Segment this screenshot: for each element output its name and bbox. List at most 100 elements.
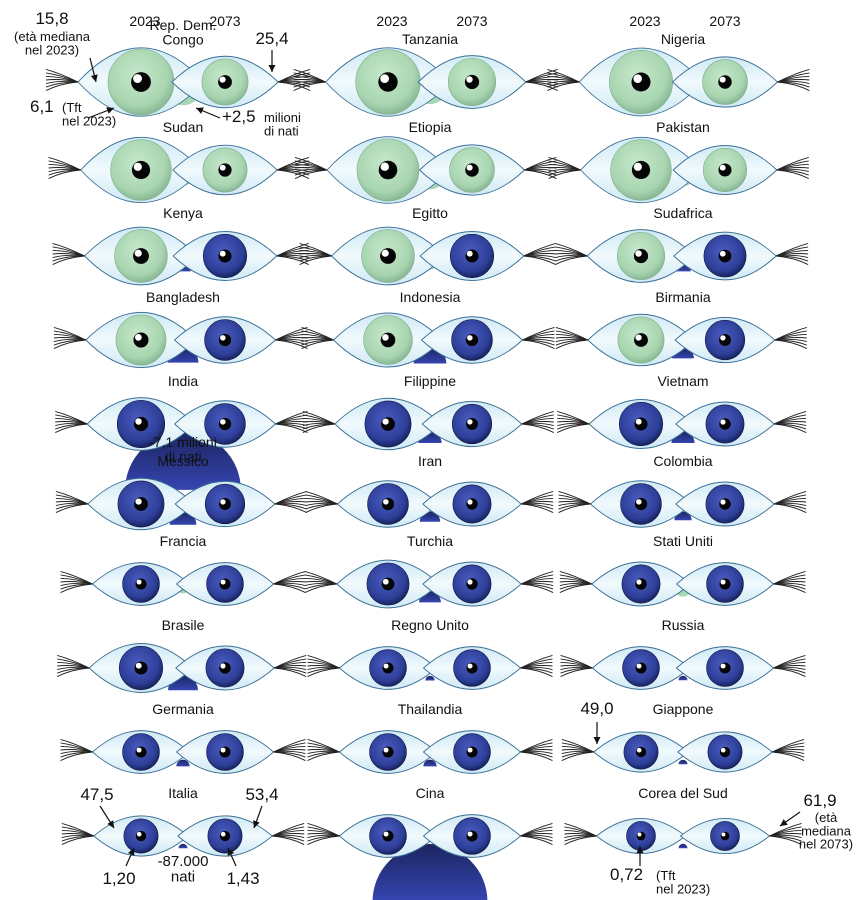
country-label: Sudafrica [653, 205, 712, 221]
country-cell: Messico [55, 453, 307, 531]
arrow-congo-births-head [196, 107, 204, 114]
eyelash [57, 667, 90, 677]
eyelash [302, 423, 335, 433]
arrow-congo-tft-head [106, 107, 114, 114]
pupil-highlight [720, 579, 726, 585]
births-decrease-disc [423, 759, 437, 767]
pupil [218, 249, 232, 263]
country-cell: Giappone [561, 701, 805, 773]
pupil-highlight [467, 579, 473, 585]
annot-korea-median: 61,9 [803, 791, 836, 810]
country-cell: Stati Uniti [559, 533, 806, 607]
country-cell: Turchia [304, 533, 554, 609]
pupil [218, 417, 232, 431]
eyelash [293, 81, 326, 91]
eyelash [772, 751, 805, 761]
eye-2073 [177, 815, 305, 857]
eyelash [560, 667, 593, 677]
eyelash [555, 339, 588, 349]
pupil-highlight [720, 419, 726, 425]
eyelash [525, 81, 558, 91]
annot-italy-tft-2073: 1,43 [226, 869, 259, 888]
pupil-highlight [466, 76, 473, 83]
pupil-highlight [220, 335, 226, 341]
eye-2023 [293, 47, 451, 117]
pupil [382, 830, 394, 842]
eyelash [559, 583, 592, 593]
eyelash [277, 169, 310, 179]
pupil [219, 746, 231, 758]
pupil [466, 830, 478, 842]
year-label-2023: 2023 [376, 13, 407, 29]
eye-2073 [173, 400, 308, 448]
eyelash [272, 835, 305, 845]
country-cell: India [55, 373, 308, 490]
pupil [634, 417, 648, 431]
eyelash [777, 81, 810, 91]
eyelash [773, 583, 806, 593]
eyelash [299, 255, 332, 265]
pupil-highlight [720, 499, 726, 505]
eye-2023 [60, 562, 191, 606]
pupil-highlight [382, 578, 389, 585]
pupil [635, 578, 647, 590]
country-label: Regno Unito [391, 617, 469, 633]
eye-2073 [422, 730, 553, 774]
country-cell: Birmania [555, 289, 807, 367]
eye-2023 [560, 646, 691, 690]
country-label: Brasile [162, 617, 205, 633]
annot-italy-median-2023: 47,5 [80, 785, 113, 804]
eye-2023 [555, 229, 696, 283]
eyelash [776, 255, 809, 265]
pupil-highlight [719, 250, 726, 257]
country-label: Pakistan [656, 119, 710, 135]
pupil [219, 578, 231, 590]
annot-japan-median: 49,0 [580, 699, 613, 718]
pupil-highlight [220, 419, 226, 425]
eye-2073 [422, 481, 554, 527]
pupil-highlight [382, 418, 389, 425]
eye-2023 [61, 815, 189, 857]
eyelash [307, 835, 340, 845]
pupil-highlight [467, 335, 473, 341]
pupil [719, 662, 731, 674]
pupil [135, 746, 147, 758]
eyelash [520, 835, 553, 845]
births-decrease-disc [372, 844, 488, 900]
arrow-korea-tft-head [636, 846, 644, 853]
pupil [380, 248, 396, 264]
eyelash [55, 503, 88, 513]
pupil [218, 75, 232, 89]
arrow-congo-median-2073-head [268, 65, 276, 72]
annot-italy-tft-2023: 1,20 [102, 869, 135, 888]
country-label: Filippine [404, 373, 456, 389]
eyelash [61, 835, 94, 845]
eye-2073 [174, 480, 307, 528]
eye-2073 [173, 316, 308, 364]
pupil-highlight [721, 832, 726, 837]
country-cell: Vietnam [557, 373, 807, 449]
pupil-highlight [633, 74, 642, 83]
country-label: Corea del Sud [638, 785, 728, 801]
pupil [466, 578, 478, 590]
pupil-highlight [220, 663, 226, 669]
eye-2073 [171, 55, 311, 109]
eye-2023 [307, 730, 438, 774]
pupil-highlight [467, 499, 473, 505]
pupil [633, 248, 649, 264]
eyelash [60, 583, 93, 593]
eyelash [294, 169, 328, 179]
eyelash [521, 583, 554, 593]
eye-2073 [674, 316, 807, 364]
eye-2073 [672, 145, 809, 195]
eyelash [561, 751, 594, 761]
eyelash [301, 339, 334, 349]
pupil [218, 163, 232, 177]
eye-2023 [555, 313, 695, 367]
pupil [634, 333, 648, 347]
eyelash [305, 503, 338, 513]
